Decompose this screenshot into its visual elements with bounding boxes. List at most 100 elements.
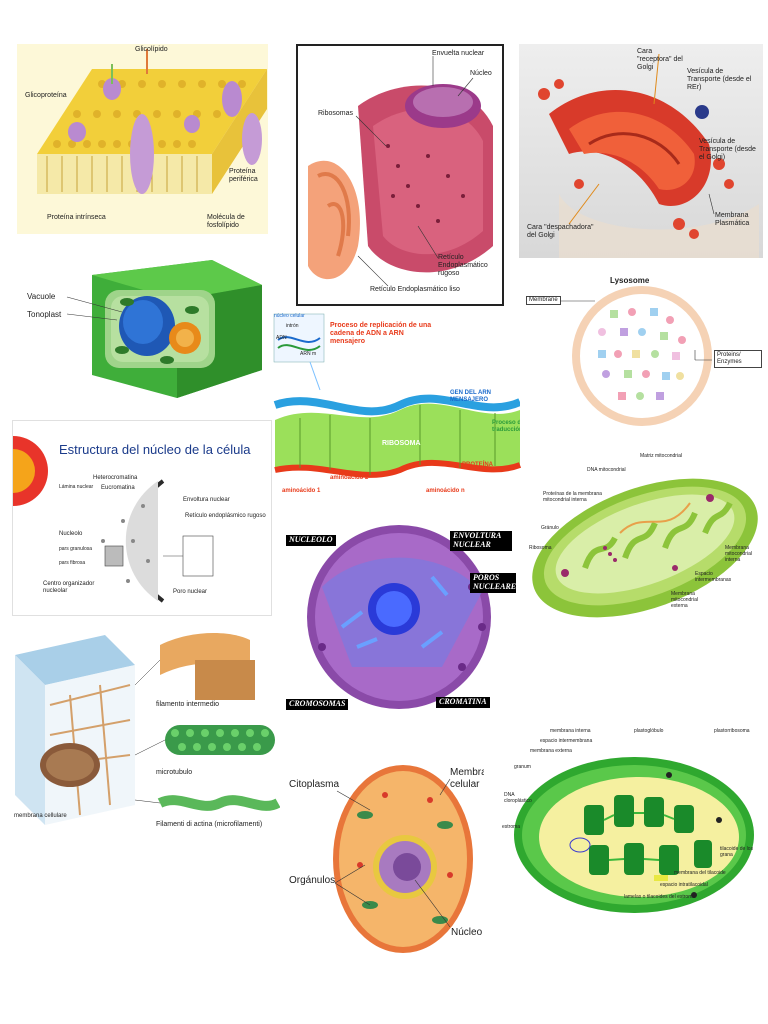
aminoacido-n-label: aminoácido n (426, 488, 465, 494)
vesicula-golgi-label: Vesícula de Transporte (desde el Golgi) (699, 138, 756, 162)
plant-cell-panel: Vacuole Tonoplast (17, 250, 269, 400)
poros-label: POROS NUCLEARES (470, 573, 516, 593)
espacio-intratilacoidal-label: espacio intratilacoidal (660, 882, 708, 888)
chloroplast-panel: membrana interna espacio intermembrana m… (484, 725, 756, 925)
lamina-nuclear-label: Lámina nuclear (59, 484, 94, 490)
nucleo-label: Núcleo (451, 927, 483, 938)
filamenti-actina-label: Filamenti di actina (microfilamenti) (156, 821, 263, 828)
poro-nuclear-label: Poro nuclear (173, 589, 208, 595)
glicolipido-label: Glicolípido (135, 46, 168, 53)
membrana-externa-label: membrana externa (530, 748, 572, 754)
plant-cell-illustration (66, 260, 262, 398)
nucleus-structure-panel: Estructura del núcleo de la célula Heter… (12, 420, 272, 616)
aminoacido-2-label: aminoácido 2 (330, 475, 369, 481)
reticulo-rugoso-label: Retículo endoplásmico rugoso (185, 513, 266, 519)
membrana-interna-label: Membrana mitocondrial interna (725, 545, 752, 563)
animal-cell-illustration (333, 765, 473, 953)
nucleus-structure-illustration (13, 436, 214, 603)
proteins-enzymes-label: Proteins/ Enzymes (714, 350, 762, 368)
lysosome-illustration (560, 286, 712, 426)
cytoskeleton-illustration (15, 633, 280, 825)
envoltura-nuclear-label: Envoltura nuclear (183, 497, 230, 503)
plastorribosoma-label: plastorribosoma (714, 728, 750, 734)
golgi-panel: Cara "receptora" del Golgi Vesícula de T… (519, 44, 763, 258)
citoplasma-label: Citoplasma (289, 779, 340, 790)
adn-label: ADN (276, 335, 287, 341)
cytoskeleton-panel: filamento intermedio microtubulo Filamen… (10, 625, 280, 835)
membrane-panel: Glicolípido Glicoproteína Proteína perif… (17, 44, 268, 234)
molecula-fosfolipido-label: Molécula de fosfolípido (207, 214, 245, 230)
membrana-cellulare-label: membrana cellulare (14, 813, 67, 819)
organulos-label: Orgánulos (289, 875, 336, 886)
lamelas-label: lamelas o tilacoides del estroma (624, 894, 696, 900)
mitochondria-illustration (532, 478, 758, 618)
heterocromatina-label: Heterocromatina (93, 475, 138, 481)
lysosome-panel: Lysosome Membrane Proteins/ Enzymes (520, 270, 763, 440)
rel-label: Retículo Endoplasmático liso (370, 286, 460, 293)
proteinas-membrana-label: Proteínas de la membrana mitocondrial in… (543, 491, 602, 503)
nucleo-celular-label: núcleo celular (274, 313, 305, 319)
ribosomas-label: Ribosomas (318, 110, 354, 117)
granulo-label: Gránulo (541, 525, 559, 531)
membrane-illustration (37, 49, 267, 194)
er-panel: Envuelta nuclear Núcleo Ribosomas Retícu… (296, 44, 504, 306)
proceso-traduccion-label: Proceso de traducción (492, 420, 525, 433)
rer-label: Retículo Endoplasmático rugoso (438, 254, 488, 278)
ribosoma-label: RIBOSOMA (382, 440, 421, 447)
aminoacido-1-label: aminoácido 1 (282, 488, 321, 494)
estroma-label: estroma (502, 824, 521, 830)
nucleus-3d-illustration (307, 525, 491, 709)
nucleus-structure-title: Estructura del núcleo de la célula (59, 442, 251, 457)
golgi-illustration (538, 53, 759, 258)
proteina-intrinseca-label: Proteína intrínseca (47, 214, 106, 221)
centro-organizador-label: Centro organizador nucleolar (43, 581, 95, 594)
cara-receptora-label: Cara "receptora" del Golgi (637, 48, 683, 72)
replication-panel: núcleo celular intrón ADN ARN m Proceso … (270, 310, 532, 500)
espacio-intermembrana-label: espacio intermembrana (540, 738, 593, 744)
microtubulo-label: microtubulo (156, 769, 193, 776)
membrane-label: Membrane (526, 296, 561, 305)
plastoglobulo-label: plastoglóbulo (634, 728, 664, 734)
vesicula-ber-label: Vesícula de Transporte (desde el REr) (687, 68, 752, 92)
dna-cloroplastico-label: DNA cloroplástico (504, 792, 532, 804)
cromosomas-label: CROMOSOMAS (286, 699, 349, 710)
arn-m-label: ARN m (300, 351, 317, 357)
mitochondria-panel: Matriz mitocondrial DNA mitocondrial Pro… (525, 448, 765, 628)
replication-illustration (273, 313, 522, 478)
proceso-replicacion-label: Proceso de replicación de una cadena de … (330, 322, 432, 346)
gen-arn-label: GEN DEL ARN MENSAJERO (450, 390, 492, 403)
animal-cell-panel: Citoplasma Membrana celular Orgánulos Nú… (285, 755, 510, 955)
granum-label: granum (514, 764, 531, 770)
tonoplast-label: Tonoplast (27, 310, 62, 319)
nucleus-3d-panel: NUCLEOLO ENVOLTURA NUCLEAR POROS NUCLEAR… (282, 517, 516, 717)
tilacoide-label: tilacoide de los grana (720, 846, 754, 858)
chloroplast-illustration (514, 757, 754, 913)
membrana-celular-label: Membrana celular (450, 767, 498, 790)
dna-mitocondrial-label: DNA mitocondrial (587, 467, 626, 473)
espacio-intermembranas-label: Espacio intermembranas (695, 571, 732, 583)
glicoproteina-label: Glicoproteína (25, 92, 67, 99)
cromatina-label: CROMATINA (436, 697, 490, 708)
intron-label: intrón (286, 323, 299, 329)
ribosoma-label: Ribosoma (529, 545, 552, 551)
cara-despachadora-label: Cara "despachadora" del Golgi (527, 224, 594, 240)
nucleolo-label: NUCLEOLO (286, 535, 336, 546)
proteina-periferica-label: Proteína periférica (229, 168, 258, 184)
nucleo-label: Núcleo (470, 70, 492, 77)
vacuole-label: Vacuole (27, 292, 56, 301)
envuelta-nuclear-label: Envuelta nuclear (432, 50, 485, 57)
membrana-interna-label: membrana interna (550, 728, 591, 734)
envoltura-label: ENVOLTURA NUCLEAR (450, 531, 512, 551)
eucromatina-label: Eucromatina (101, 485, 135, 491)
proteina-label: PROTEÍNA (462, 462, 494, 468)
er-illustration (308, 56, 493, 287)
lysosome-title: Lysosome (610, 276, 650, 285)
membrana-externa-label: Membrana mitocondrial externa (671, 591, 698, 609)
membrana-tilacoide-label: membrana del tilacoide (674, 870, 726, 876)
nucleolo-label: Nucleolo (59, 531, 83, 537)
matriz-label: Matriz mitocondrial (640, 453, 682, 459)
filamento-intermedio-label: filamento intermedio (156, 701, 220, 708)
membrana-plasmatica-label: Membrana Plasmática (715, 212, 750, 228)
pars-fibrosa-label: pars fibrosa (59, 560, 86, 566)
pars-granulosa-label: pars granulosa (59, 546, 93, 552)
